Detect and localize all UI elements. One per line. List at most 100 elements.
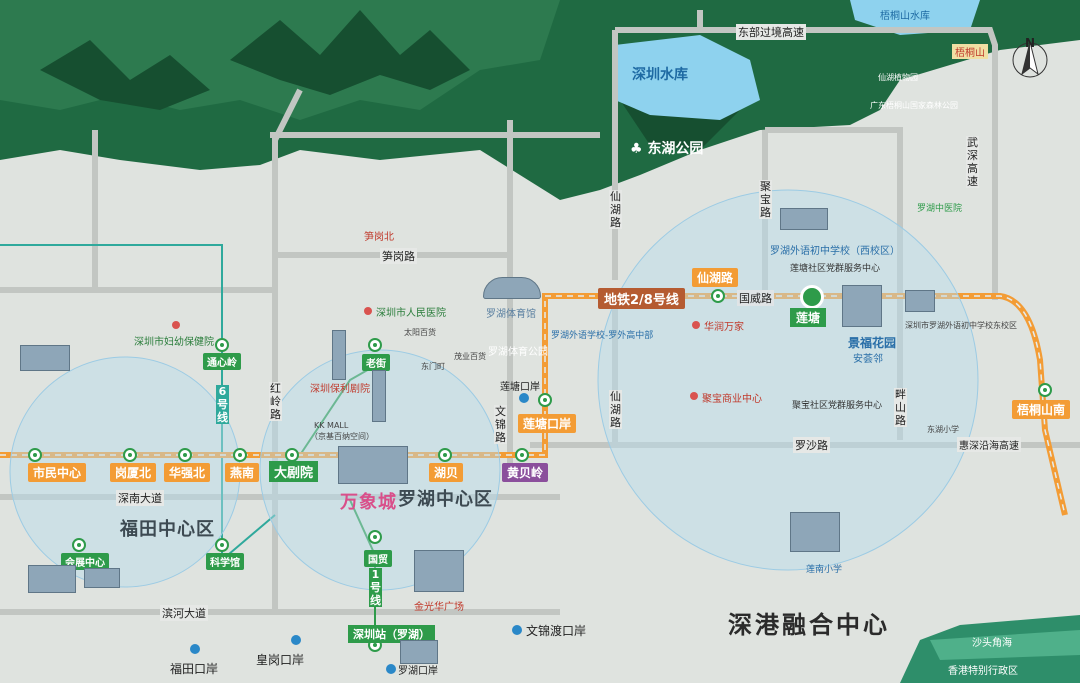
guowei-road-label: 国威路 bbox=[737, 290, 774, 306]
wutong-school-image bbox=[905, 290, 935, 312]
taiyang-label: 太阳百货 bbox=[404, 328, 436, 337]
port-icon bbox=[512, 625, 522, 635]
jingfu-building-image bbox=[842, 285, 882, 327]
dongbu-road-label: 东部过境高速 bbox=[736, 24, 806, 40]
station-wutongshannan[interactable]: 梧桐山南 bbox=[1012, 400, 1071, 419]
huanggang-port-label: 皇岗口岸 bbox=[256, 653, 305, 667]
luohu-zhongyi-label: 罗湖中医院 bbox=[917, 204, 963, 214]
port-icon bbox=[291, 635, 301, 645]
station-dajuyuan[interactable]: 大剧院 bbox=[269, 461, 319, 482]
station-gangxiabei[interactable]: 岗厦北 bbox=[110, 463, 157, 482]
wushen-road-label: 武深高速 bbox=[966, 136, 979, 188]
sungang-road-label: 笋岗路 bbox=[380, 248, 417, 264]
huizhan-building-image bbox=[28, 565, 76, 593]
station-icon[interactable] bbox=[215, 538, 229, 552]
wutongshan-label: 梧桐山 bbox=[952, 44, 988, 59]
compass-label: N bbox=[1025, 36, 1036, 50]
jinguang-building-image bbox=[414, 550, 464, 592]
liantang-port-label: 莲塘口岸 bbox=[500, 382, 540, 393]
shenzhen-reservoir-label: 深圳水库 bbox=[632, 67, 688, 83]
kkmall-tower-image bbox=[332, 330, 346, 380]
jubao-road-label: 聚宝路 bbox=[759, 180, 772, 219]
line6-label: 6号线 bbox=[216, 385, 229, 424]
dongxiaoxue-label: 东湖小学 bbox=[927, 425, 959, 434]
north-compass-icon bbox=[1012, 41, 1048, 78]
anlin-label: 安荟邻 bbox=[853, 354, 883, 365]
station-icon[interactable] bbox=[368, 530, 382, 544]
liantang-station-icon[interactable] bbox=[800, 285, 824, 309]
station-yannan[interactable]: 燕南 bbox=[225, 463, 260, 482]
line1-label: 1号线 bbox=[369, 568, 382, 607]
lianan-school-image bbox=[790, 512, 840, 552]
school-image bbox=[780, 208, 828, 230]
luohu-port-label: 罗湖口岸 bbox=[398, 666, 438, 677]
station-icon[interactable] bbox=[28, 448, 42, 462]
station-tongxinling[interactable]: 通心岭 bbox=[203, 353, 241, 370]
station-shenzhenzhan[interactable]: 深圳站（罗湖） bbox=[348, 625, 435, 643]
station-icon[interactable] bbox=[538, 393, 552, 407]
station-liantang[interactable]: 莲塘 bbox=[790, 308, 827, 327]
futian-port-label: 福田口岸 bbox=[170, 662, 219, 676]
hongkong-label: 香港特别行政区 bbox=[948, 666, 1018, 677]
station-icon[interactable] bbox=[123, 448, 137, 462]
station-icon[interactable] bbox=[515, 448, 529, 462]
station-icon[interactable] bbox=[233, 448, 247, 462]
huizhan-building-image bbox=[84, 568, 120, 588]
station-huangbeiling[interactable]: 黄贝岭 bbox=[502, 463, 549, 482]
fuyou-hospital-label: 深圳市妇幼保健院 bbox=[134, 337, 214, 348]
station-icon[interactable] bbox=[285, 448, 299, 462]
hospital-icon bbox=[172, 321, 180, 329]
station-icon[interactable] bbox=[215, 338, 229, 352]
port-icon bbox=[386, 664, 396, 674]
shatoujiao-sea-label: 沙头角海 bbox=[972, 638, 1012, 649]
maoye-label: 茂业百货 bbox=[454, 352, 486, 361]
wenjindu-port-label: 文锦渡口岸 bbox=[526, 624, 587, 638]
kkmall-sub-label: （京基百纳空间） bbox=[310, 432, 374, 441]
futian-building-image bbox=[20, 345, 70, 371]
shop-icon bbox=[690, 392, 698, 400]
station-hubei[interactable]: 湖贝 bbox=[429, 463, 464, 482]
luohu-stadium-park-label: 罗湖体育公园 bbox=[488, 347, 548, 358]
wutong-zhongxue-label: 深圳市罗湖外语初中学校东校区 bbox=[905, 321, 1017, 330]
station-laojie[interactable]: 老街 bbox=[362, 354, 390, 371]
station-icon[interactable] bbox=[178, 448, 192, 462]
station-shiminzhongxin[interactable]: 市民中心 bbox=[28, 463, 87, 482]
jubao-shangye-label: 聚宝商业中心 bbox=[702, 394, 762, 405]
sungang-poi-label: 笋岗北 bbox=[364, 232, 394, 243]
station-xianhulu[interactable]: 仙湖路 bbox=[692, 268, 739, 287]
hospital-icon bbox=[364, 307, 372, 315]
metro-line-label: 地铁2/8号线 bbox=[598, 288, 685, 309]
xianhu-road-label-1: 仙湖路 bbox=[609, 190, 622, 229]
futian-district-label: 福田中心区 bbox=[120, 519, 215, 540]
station-icon[interactable] bbox=[1038, 383, 1052, 397]
stadium-image bbox=[483, 277, 541, 299]
wangu-label: 广东梧桐山国家森林公园 bbox=[870, 101, 958, 110]
luohu-port-building-image bbox=[400, 640, 438, 664]
station-icon[interactable] bbox=[72, 538, 86, 552]
tongxin-label: 仙湖植物园 bbox=[878, 73, 918, 82]
shennan-road-label: 深南大道 bbox=[116, 490, 164, 506]
station-kexueguan[interactable]: 科学馆 bbox=[206, 553, 244, 570]
station-icon[interactable] bbox=[368, 338, 382, 352]
dongmen-label: 东门町 bbox=[421, 362, 445, 371]
station-huaqiangbei[interactable]: 华强北 bbox=[164, 463, 211, 482]
station-guomao[interactable]: 国贸 bbox=[364, 550, 392, 567]
binhe-road-label: 滨河大道 bbox=[160, 605, 208, 621]
panshan-road-label: 畔山路 bbox=[894, 388, 907, 427]
jinguang-label: 金光华广场 bbox=[414, 602, 464, 613]
huishen-road-label: 惠深沿海高速 bbox=[957, 437, 1021, 452]
tiyuguan-label: 罗湖体育馆 bbox=[486, 309, 536, 320]
lianan-label: 莲南小学 bbox=[806, 565, 843, 575]
liantang-community-label: 莲塘社区党群服务中心 bbox=[790, 264, 881, 274]
station-icon[interactable] bbox=[711, 289, 725, 303]
station-icon[interactable] bbox=[438, 448, 452, 462]
shenzhen-kuai-label: 深圳保利剧院 bbox=[310, 384, 370, 395]
wanxiang-building-image bbox=[338, 446, 408, 484]
wenjin-road-label: 文锦路 bbox=[494, 405, 507, 444]
shenzhen-reservoir-shape bbox=[615, 35, 760, 120]
waiyu-chuzhong-label: 罗湖外语初中学校（西校区） bbox=[770, 246, 900, 257]
kkmall-label: KK MALL bbox=[314, 421, 349, 430]
station-liantangkouan[interactable]: 莲塘口岸 bbox=[518, 414, 577, 433]
